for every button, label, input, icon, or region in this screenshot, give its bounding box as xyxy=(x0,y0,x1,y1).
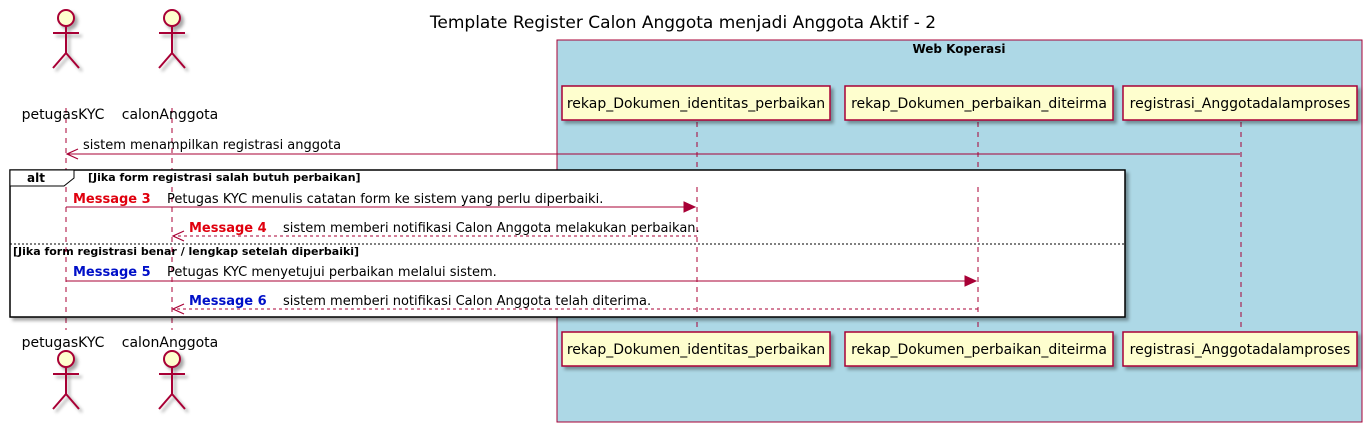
participant-rekap-diteirma-top[interactable]: rekap_Dokumen_perbaikan_diteirma xyxy=(844,85,1114,121)
actor-label: petugasKYC xyxy=(22,335,105,351)
participant-label: rekap_Dokumen_perbaikan_diteirma xyxy=(851,96,1107,112)
message-1: sistem menampilkan registrasi anggota xyxy=(65,138,1240,160)
message-number: Message 3 xyxy=(73,192,151,207)
actor-petugasKYC-top[interactable]: petugasKYC xyxy=(22,9,105,123)
lifelines-in-alt xyxy=(65,187,979,316)
participant-label: rekap_Dokumen_perbaikan_diteirma xyxy=(851,342,1107,358)
message-6: Message 6 sistem memberi notifikasi Calo… xyxy=(171,294,978,315)
alt-tab xyxy=(9,169,75,187)
message-5: Message 5 Petugas KYC menyetujui perbaik… xyxy=(66,265,978,287)
box-label: Web Koperasi xyxy=(912,42,1005,56)
message-text: sistem memberi notifikasi Calon Anggota … xyxy=(283,221,700,236)
message-3: Message 3 Petugas KYC menulis catatan fo… xyxy=(66,192,697,213)
actor-calonAnggota-bottom[interactable]: calonAnggota xyxy=(122,335,218,410)
message-text: Petugas KYC menyetujui perbaikan melalui… xyxy=(167,265,497,280)
participant-rekap-identitas-bottom[interactable]: rekap_Dokumen_identitas_perbaikan xyxy=(561,331,831,367)
message-text: Petugas KYC menulis catatan form ke sist… xyxy=(167,192,603,207)
participant-label: registrasi_Anggotadalamproses xyxy=(1130,96,1351,112)
participant-label: registrasi_Anggotadalamproses xyxy=(1130,342,1351,358)
actor-label: petugasKYC xyxy=(22,107,105,123)
actor-petugasKYC-bottom[interactable]: petugasKYC xyxy=(22,335,105,410)
actor-figure-icon xyxy=(158,9,186,69)
actor-figure-icon xyxy=(52,350,80,410)
message-text: sistem menampilkan registrasi anggota xyxy=(83,138,341,153)
actor-label: calonAnggota xyxy=(122,335,218,351)
participant-registrasi-bottom[interactable]: registrasi_Anggotadalamproses xyxy=(1122,331,1358,367)
participant-rekap-diteirma-bottom[interactable]: rekap_Dokumen_perbaikan_diteirma xyxy=(844,331,1114,367)
alt-keyword: alt xyxy=(27,171,45,185)
message-number: Message 5 xyxy=(73,265,151,280)
alt-guard-1: [Jika form registrasi salah butuh perbai… xyxy=(88,171,361,184)
participant-label: rekap_Dokumen_identitas_perbaikan xyxy=(567,342,825,358)
participant-registrasi-top[interactable]: registrasi_Anggotadalamproses xyxy=(1122,85,1358,121)
message-number: Message 4 xyxy=(189,221,267,236)
diagram-title: Template Register Calon Anggota menjadi … xyxy=(429,13,936,33)
actor-calonAnggota-top[interactable]: calonAnggota xyxy=(122,9,218,123)
actor-label: calonAnggota xyxy=(122,107,218,123)
participant-rekap-identitas-top[interactable]: rekap_Dokumen_identitas_perbaikan xyxy=(561,85,831,121)
message-number: Message 6 xyxy=(189,294,267,309)
message-text: sistem memberi notifikasi Calon Anggota … xyxy=(283,294,651,309)
message-4: Message 4 sistem memberi notifikasi Calo… xyxy=(171,221,700,242)
actor-figure-icon xyxy=(52,9,80,69)
participant-label: rekap_Dokumen_identitas_perbaikan xyxy=(567,96,825,112)
actor-figure-icon xyxy=(158,350,186,410)
alt-guard-2: [Jika form registrasi benar / lengkap se… xyxy=(13,245,359,258)
alt-fragment: alt [Jika form registrasi salah butuh pe… xyxy=(9,169,1126,318)
